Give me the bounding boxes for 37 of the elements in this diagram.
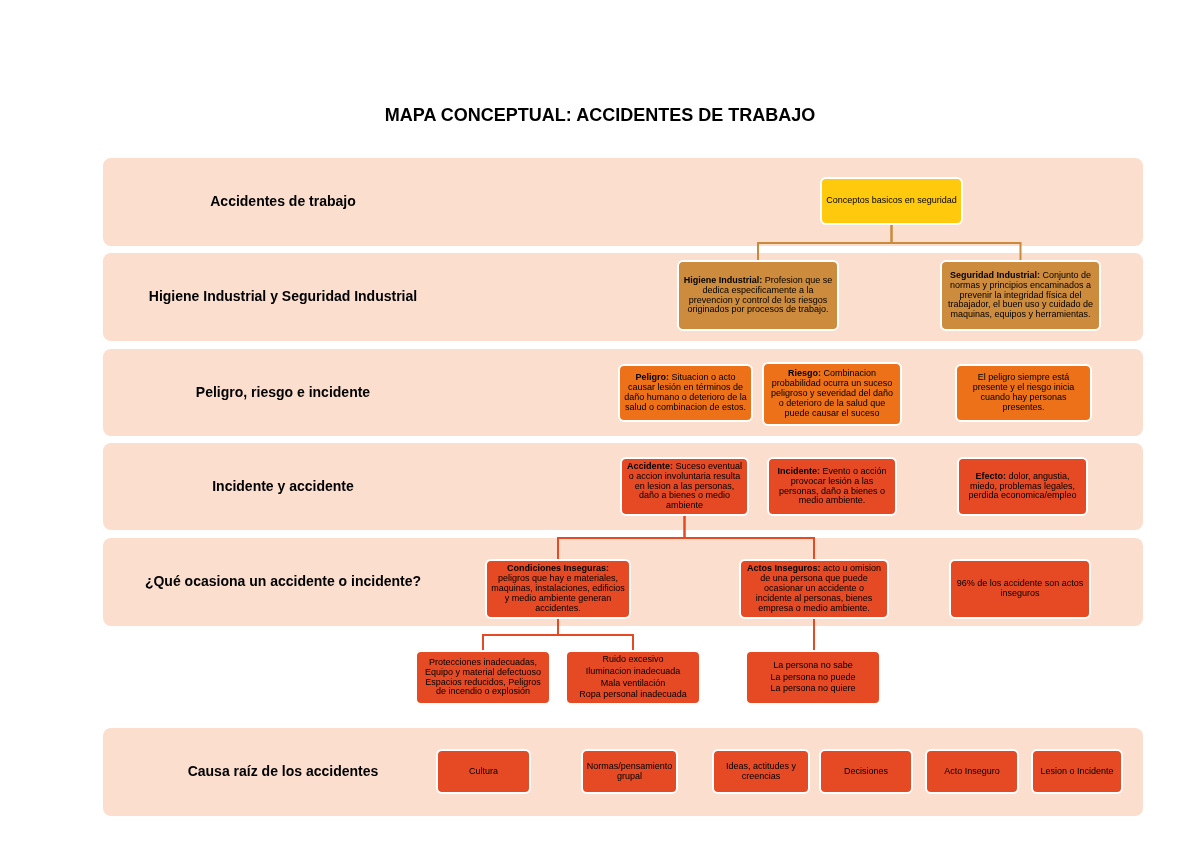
concept-box: Decisiones	[819, 749, 913, 794]
section-band	[103, 158, 1143, 246]
section-band	[103, 728, 1143, 816]
section-band	[103, 538, 1143, 626]
section-label: Peligro, riesgo e incidente	[194, 383, 372, 400]
concept-box: Riesgo: Combinacion probabilidad ocurra un suceso peligroso y severidad del daño o deterioro de la salud que puede causar el suceso	[762, 362, 902, 426]
concept-box: Cultura	[436, 749, 531, 794]
concept-box: Acto Inseguro	[925, 749, 1019, 794]
concept-box: 96% de los accidente son actos inseguros	[949, 559, 1091, 619]
connector-line	[890, 224, 1022, 261]
concept-box: Peligro: Situacion o acto causar lesión en términos de daño humano o deterioro de la salud o combinacion de estos.	[618, 364, 753, 422]
section-label: Accidentes de trabajo	[209, 193, 357, 209]
concept-box: Incidente: Evento o acción provocar lesión a las personas, daño a bienes o medio ambiente.	[767, 457, 897, 516]
concept-box: Ideas, actitudes y creencias	[712, 749, 810, 794]
concept-box: Protecciones inadecuadas, Equipo y material defectuoso Espacios reducidos, Peligros de incendio o explosión	[415, 650, 551, 705]
section-label: Higiene Industrial y Seguridad Industrial	[147, 288, 419, 304]
concept-box: La persona no sabe La persona no puede La persona no quiere	[745, 650, 881, 705]
connector-line	[813, 618, 815, 651]
concept-box: Higiene Industrial: Profesion que se dedica especificamente a la prevencion y control de los riesgos originados por procesos de trabajo.	[677, 260, 839, 331]
concept-box: Ruido excesivo Iluminacion inadecuada Mala ventilación Ropa personal inadecuada	[565, 650, 701, 705]
concept-box: Efecto: dolor, angustia, miedo, problemas legales, perdida economica/empleo	[957, 457, 1088, 516]
section-label: Causa raíz de los accidentes	[186, 763, 380, 779]
concept-box: Normas/pensamiento grupal	[581, 749, 678, 794]
concept-box: Accidente: Suceso eventual o accion involuntaria resulta en lesion a las personas, daño a bienes o medio ambiente	[620, 457, 749, 516]
concept-box: Seguridad Industrial: Conjunto de normas y principios encaminados a prevenir la integridad física del trabajador, el buen uso y cuidado de maquinas, equipos y herramientas.	[940, 260, 1101, 331]
section-band	[103, 253, 1143, 341]
section-label: ¿Qué ocasiona un accidente o incidente?	[143, 573, 423, 589]
concept-box: Condiciones Inseguras: peligros que hay e materiales, maquinas, instalaciones, edificios y medio ambiente generan accidentes.	[485, 559, 631, 619]
concept-box: El peligro siempre está presente y el riesgo inicia cuando hay personas presentes.	[955, 364, 1092, 422]
concept-box: Actos Inseguros: acto u omision de una persona que puede ocasionar un accidente o incidente al personas, bienes empresa o medio ambiente.	[739, 559, 889, 619]
concept-box: Conceptos basicos en seguridad	[820, 177, 963, 225]
section-label: Incidente y accidente	[211, 477, 355, 494]
section-band	[103, 349, 1143, 436]
connector-line	[683, 515, 815, 560]
section-band	[103, 443, 1143, 530]
diagram-title: MAPA CONCEPTUAL: ACCIDENTES DE TRABAJO	[383, 105, 817, 126]
concept-box: Lesion o Incidente	[1031, 749, 1123, 794]
